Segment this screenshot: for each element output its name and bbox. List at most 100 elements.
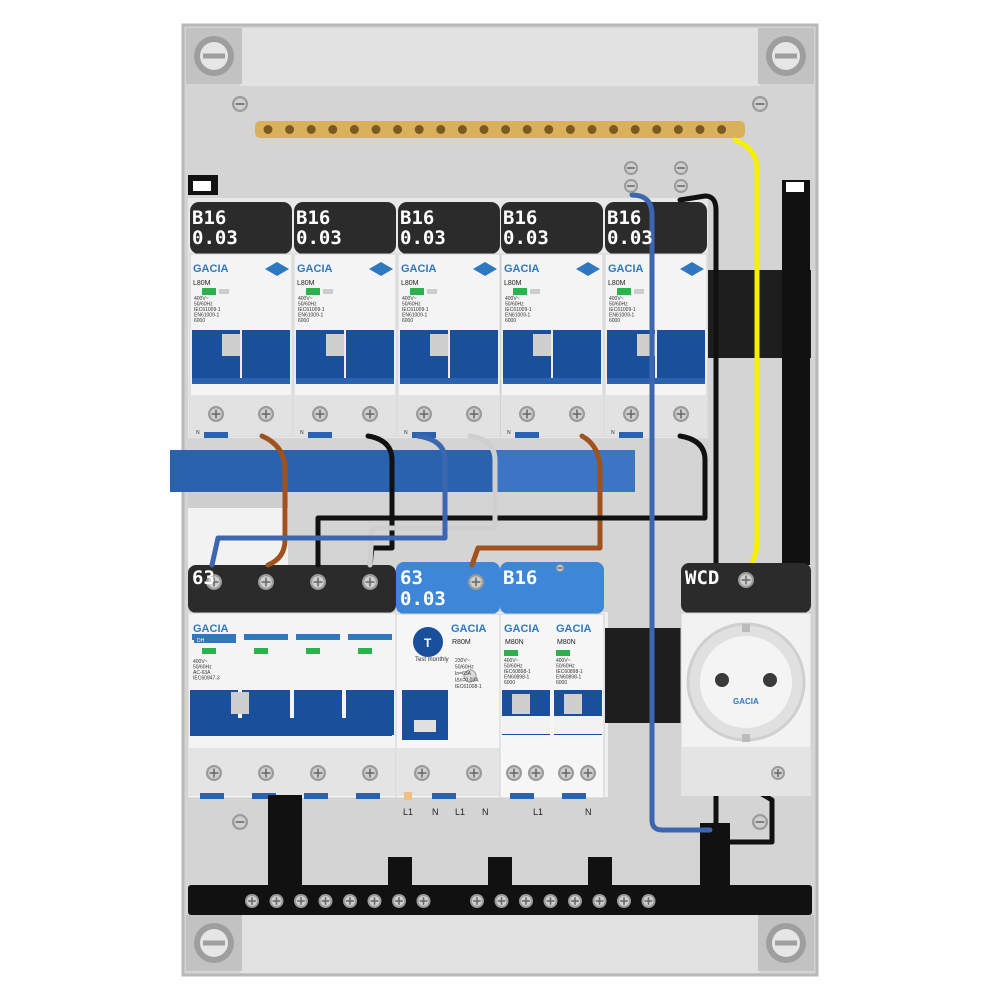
screw-icon xyxy=(528,765,544,781)
screw-icon xyxy=(580,765,596,781)
status-indicator xyxy=(556,650,570,656)
breaker-module xyxy=(397,202,501,438)
breaker-2-brand: GACIA xyxy=(297,263,333,275)
screw-icon xyxy=(362,765,378,781)
spec-line: 400V~ xyxy=(556,658,571,664)
spec-line: 400V~ xyxy=(504,658,519,664)
busbar-hole xyxy=(587,125,597,134)
screw-icon xyxy=(416,894,431,908)
terminal-mark: N xyxy=(611,430,615,436)
breaker-5-model: L80M xyxy=(608,280,626,287)
spec-line: 400V~ xyxy=(194,296,209,302)
screw-icon xyxy=(752,96,768,112)
screw-icon xyxy=(318,894,333,908)
ce-mark-icon xyxy=(323,289,333,294)
status-indicator xyxy=(306,648,320,654)
screw-icon xyxy=(343,894,357,908)
test-button-icon: T xyxy=(413,627,443,657)
breaker-label-plate xyxy=(605,202,707,254)
corner-screw-icon xyxy=(194,923,234,963)
screw-icon xyxy=(569,406,585,422)
screw-icon xyxy=(543,894,558,908)
screw-icon xyxy=(752,814,768,830)
spec-line: 6000 xyxy=(194,318,205,324)
top-breaker-row xyxy=(189,202,708,438)
screw-icon xyxy=(494,894,509,908)
breaker-2-model: L80M xyxy=(297,280,315,287)
spec-line: 6000 xyxy=(504,680,515,686)
spec-line: 6000 xyxy=(298,318,309,324)
rcd-model: R80M xyxy=(452,639,471,646)
busbar-hole xyxy=(393,125,403,134)
breaker-module xyxy=(500,202,604,438)
screw-icon xyxy=(674,179,688,193)
status-indicator xyxy=(513,288,527,295)
spec-line: AC-63A xyxy=(193,670,211,676)
busbar-hole xyxy=(457,125,467,134)
wire-black-1 xyxy=(365,433,395,568)
screw-icon xyxy=(738,572,754,588)
mcb-label-plate xyxy=(500,562,604,614)
spec-line: IEC60898-1 xyxy=(504,669,531,675)
terminal-label-l1-c: L1 xyxy=(533,807,543,817)
screw-icon xyxy=(771,766,785,780)
corner-screws xyxy=(194,36,806,963)
spec-line: EN60898-1 xyxy=(504,675,530,681)
spec-line: 50/60Hz xyxy=(455,665,474,671)
screw-icon xyxy=(556,564,564,572)
brand-stripe xyxy=(348,634,392,640)
ce-mark-icon xyxy=(427,289,437,294)
brand-logo-icon xyxy=(473,262,497,276)
screw-icon xyxy=(568,894,582,908)
terminal-mark: N xyxy=(507,430,511,436)
wire-grey xyxy=(367,433,498,568)
screw-icon xyxy=(623,406,639,422)
mcb-2-brand: GACIA xyxy=(556,623,592,635)
breaker-1-rating: B16 xyxy=(192,207,226,229)
busbar-hole xyxy=(544,125,554,134)
device-spec-text: 400V~50/60HzIEC61009-1EN61009-16000N400V… xyxy=(193,296,636,690)
screw-icon xyxy=(592,894,607,908)
spec-line: 400V~ xyxy=(298,296,313,302)
terminal-mark: N xyxy=(196,430,200,436)
spec-line: 230V~ xyxy=(455,658,470,664)
screw-icon xyxy=(362,574,378,590)
wire-black-2 xyxy=(315,433,708,568)
spec-line: 6000 xyxy=(505,318,516,324)
status-indicator xyxy=(202,648,216,654)
breaker-1-trip: 0.03 xyxy=(192,227,238,249)
screw-icon xyxy=(519,894,533,908)
terminal-label-l1-b: L1 xyxy=(455,807,465,817)
screw-icon xyxy=(310,765,326,781)
mcb-1-model: M80N xyxy=(505,639,524,646)
busbar-hole xyxy=(565,125,575,134)
busbar-hole xyxy=(328,125,338,134)
breaker-handle xyxy=(450,330,498,380)
ce-mark-icon xyxy=(219,289,229,294)
bottom-device-row: T xyxy=(187,562,605,800)
breaker-handle xyxy=(242,330,290,380)
busbar-hole xyxy=(285,125,295,134)
spec-line: IEC61008-1 xyxy=(455,684,482,690)
spec-line: 50/60Hz xyxy=(556,664,575,670)
breaker-2-rating: B16 xyxy=(296,207,330,229)
wiring xyxy=(209,137,775,845)
busbar-hole xyxy=(522,125,532,134)
handle-tie-bar xyxy=(190,718,392,736)
screw-icon xyxy=(269,894,284,908)
busbar-hole xyxy=(436,125,446,134)
screw-icon xyxy=(506,765,522,781)
busbar-hole xyxy=(414,125,424,134)
spec-line: 50/60Hz xyxy=(609,302,628,308)
socket-brand: GACIA xyxy=(733,697,759,706)
spec-line: IEC61009-1 xyxy=(194,307,221,313)
main-switch xyxy=(187,565,397,799)
status-indicator xyxy=(306,288,320,295)
breaker-3-model: L80M xyxy=(401,280,419,287)
neutral-terminal-bar xyxy=(188,795,812,915)
spec-line: 400V~ xyxy=(505,296,520,302)
spec-line: IEC61009-1 xyxy=(298,307,325,313)
wire-yellow-earth xyxy=(732,137,760,573)
corner-screw-icon xyxy=(766,923,806,963)
terminal-label-l1-a: L1 xyxy=(403,807,413,817)
